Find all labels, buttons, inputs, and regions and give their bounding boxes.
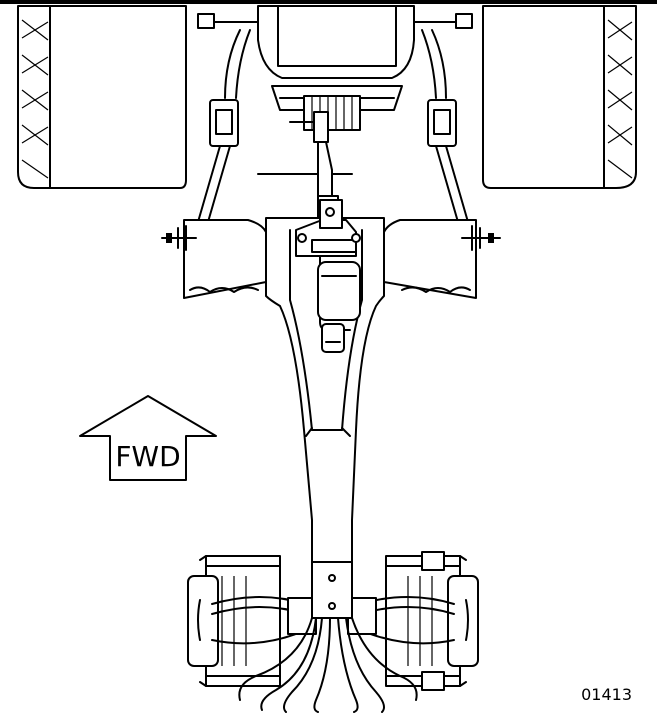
hydraulic-hoses [238, 617, 418, 713]
right-lift-link [427, 99, 469, 223]
right-rear-tire [482, 5, 637, 189]
left-rear-tire [17, 5, 187, 189]
tractor-rear-housing [197, 5, 473, 131]
fwd-arrow: FWD [79, 395, 217, 481]
fwd-label: FWD [115, 440, 180, 473]
left-lift-link [197, 99, 239, 223]
implement-main-frame [265, 199, 385, 566]
figure-number: 01413 [581, 685, 632, 704]
gearbox-plate [311, 561, 353, 619]
